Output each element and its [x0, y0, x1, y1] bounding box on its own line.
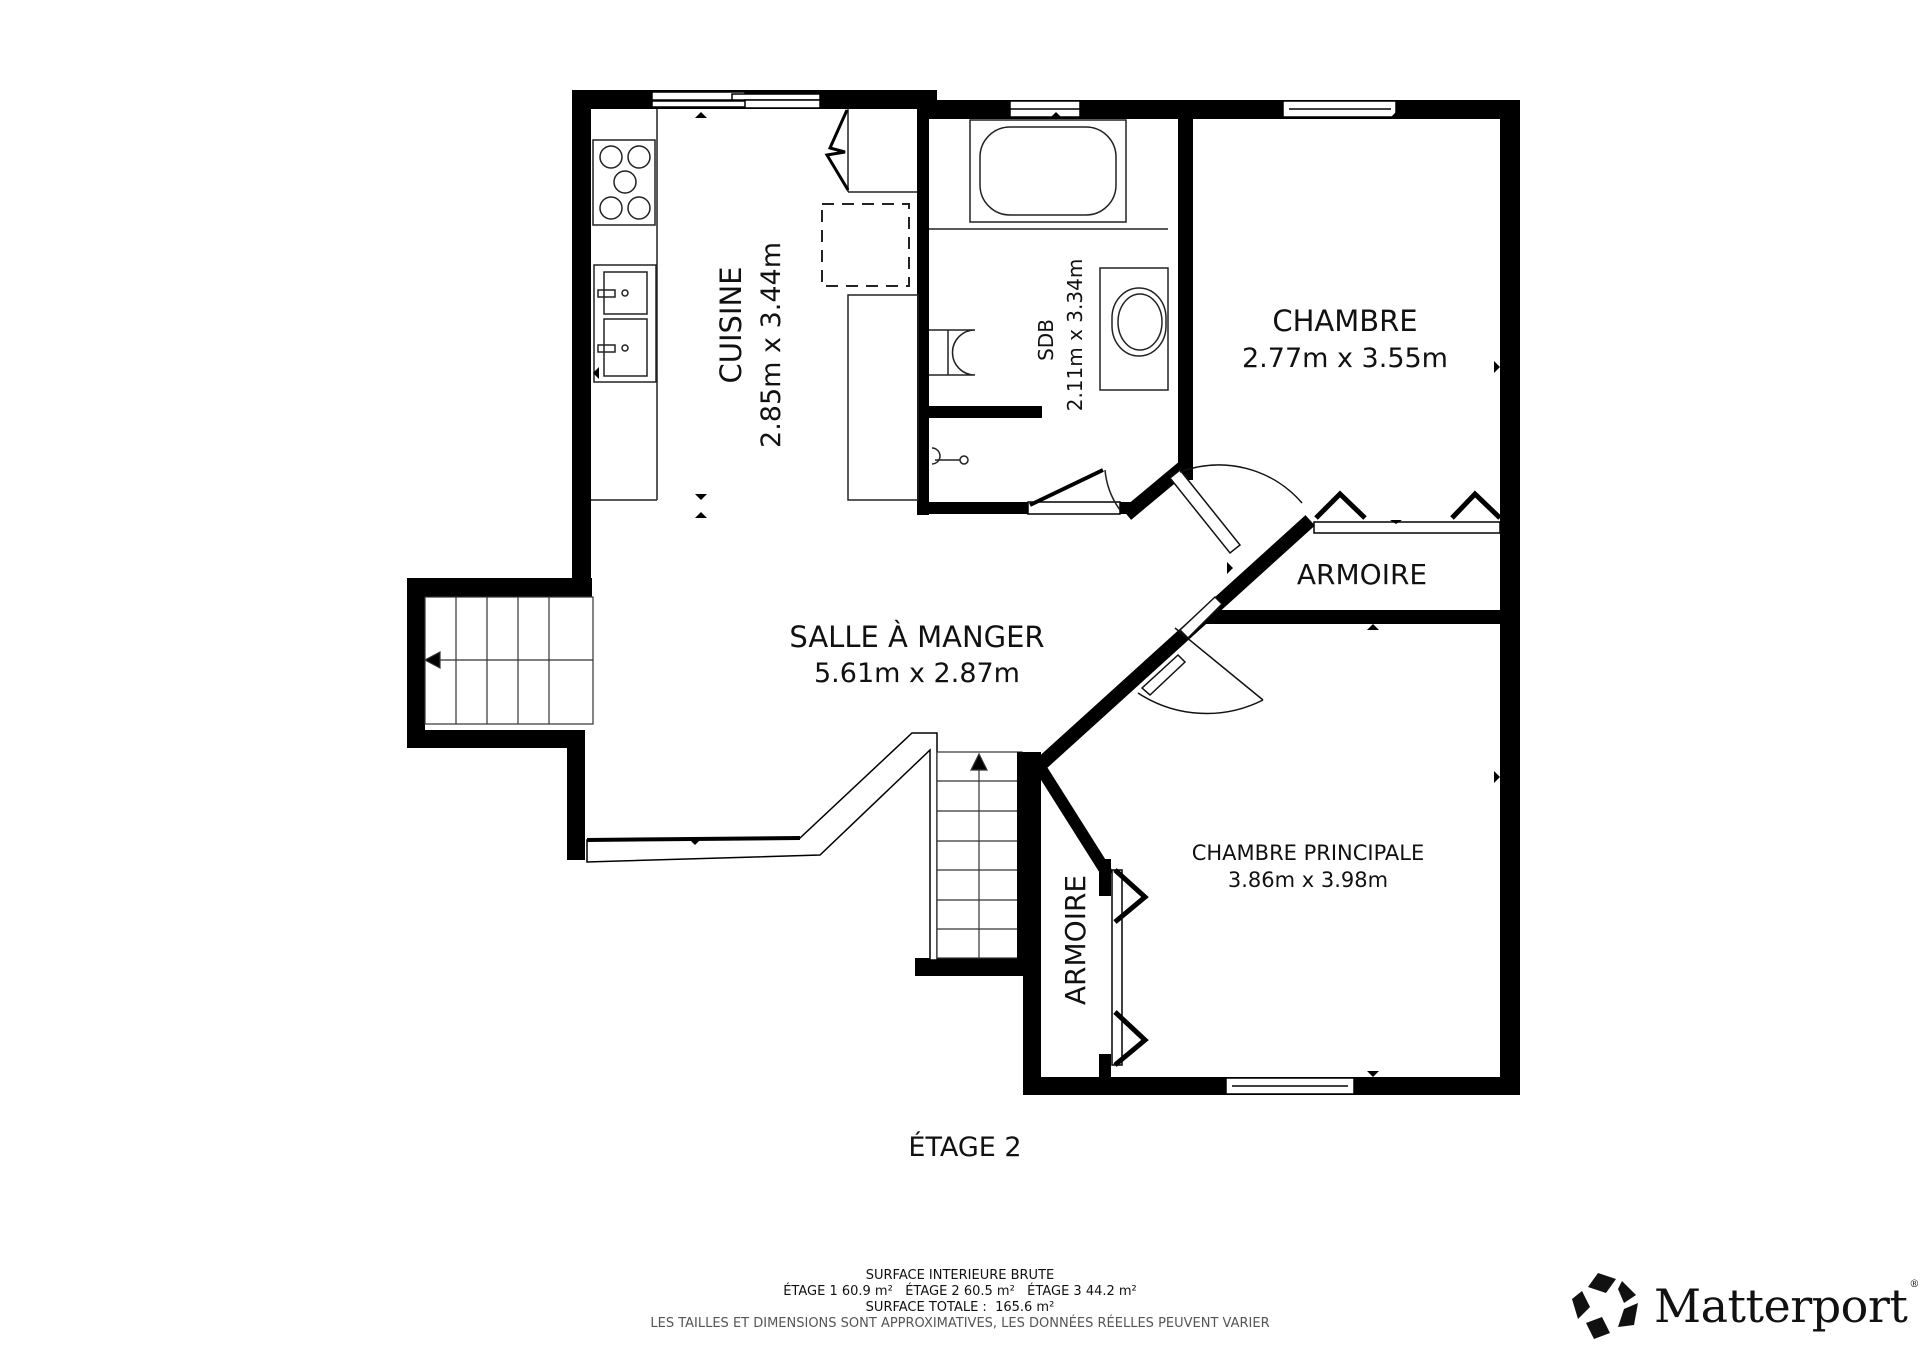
- room-dims-salle-a-manger: 5.61m x 2.87m: [814, 658, 1020, 689]
- matterport-logo-icon: [1572, 1273, 1638, 1339]
- room-name-sdb: SDB: [1034, 319, 1058, 361]
- room-name-salle-a-manger: SALLE À MANGER: [789, 620, 1044, 654]
- room-labels: CUISINE 2.85m x 3.44m SDB 2.11m x 3.34m …: [714, 242, 1448, 1005]
- brand-name-text: Matterport: [1654, 1279, 1908, 1333]
- surface-floors: ÉTAGE 1 60.9 m² ÉTAGE 2 60.5 m² ÉTAGE 3 …: [783, 1284, 1137, 1299]
- bathroom-fixtures: [929, 119, 1169, 511]
- windows: [651, 91, 1501, 1095]
- measurement-markers: [593, 112, 1500, 1077]
- room-dims-cuisine: 2.85m x 3.44m: [756, 242, 787, 448]
- room-name-chambre: CHAMBRE: [1272, 304, 1417, 338]
- room-dims-sdb: 2.11m x 3.34m: [1063, 259, 1087, 412]
- doors: [1137, 464, 1303, 715]
- surface-summary: SURFACE INTERIEURE BRUTE ÉTAGE 1 60.9 m²…: [0, 1268, 1920, 1332]
- surface-heading: SURFACE INTERIEURE BRUTE: [865, 1268, 1055, 1283]
- stairs-lower: [936, 751, 1041, 962]
- closet-doors: [1113, 490, 1502, 1067]
- room-name-armoire-lower: ARMOIRE: [1059, 875, 1092, 1005]
- surface-total: SURFACE TOTALE : 165.6 m²: [865, 1300, 1055, 1315]
- room-name-chambre-principale: CHAMBRE PRINCIPALE: [1192, 841, 1425, 865]
- kitchen-fixtures: [591, 109, 919, 501]
- room-name-cuisine: CUISINE: [714, 266, 748, 383]
- room-dims-chambre-principale: 3.86m x 3.98m: [1228, 868, 1388, 892]
- matterport-logo: Matterport®: [1572, 1273, 1919, 1339]
- room-dims-chambre: 2.77m x 3.55m: [1242, 343, 1448, 374]
- room-name-armoire-upper: ARMOIRE: [1297, 558, 1427, 591]
- stair-railing: [586, 732, 938, 961]
- brand-name: Matterport®: [1654, 1279, 1919, 1333]
- disclaimer: LES TAILLES ET DIMENSIONS SONT APPROXIMA…: [650, 1316, 1270, 1331]
- stairs-left: [423, 596, 594, 725]
- floor-title: ÉTAGE 2: [908, 1132, 1022, 1163]
- registered-mark: ®: [1909, 1279, 1919, 1290]
